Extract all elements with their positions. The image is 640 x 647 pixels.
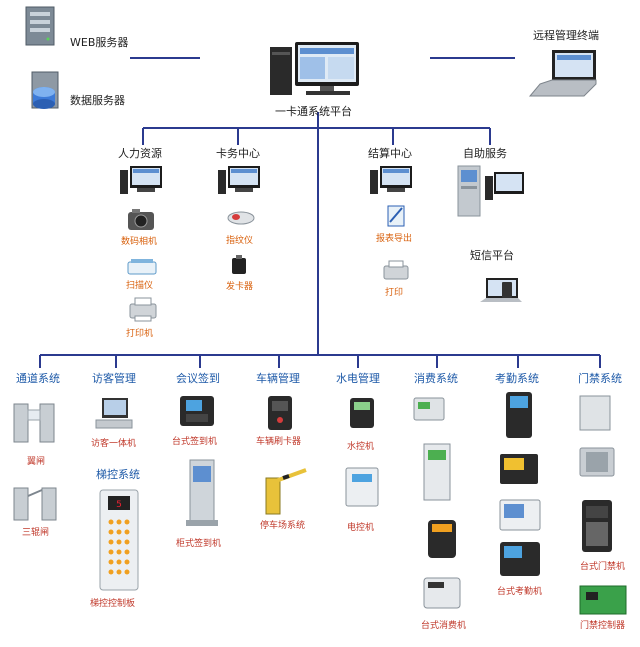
self-service-label: 自助服务 (463, 147, 507, 160)
attendance-machine-icon-1 (506, 392, 532, 438)
attendance-machine-icon-3 (499, 499, 541, 531)
attendance-machine-icon-2 (500, 454, 538, 484)
consume-system-label: 消费系统 (414, 372, 458, 385)
database-server-label: 数据服务器 (70, 94, 125, 107)
settle-center-label: 结算中心 (368, 147, 412, 160)
report-export-label: 报表导出 (376, 234, 413, 244)
pos-terminal-icon-4 (423, 577, 461, 609)
print-label: 打印 (385, 288, 404, 298)
pos-terminal-icon-3 (428, 520, 456, 558)
cabinet-signin-label: 柜式签到机 (176, 539, 222, 549)
utility-management-label: 水电管理 (336, 372, 380, 385)
hr-label: 人力资源 (118, 147, 162, 160)
sms-laptop-icon (480, 278, 522, 302)
camera-icon (128, 209, 154, 230)
access-machine-icon (582, 500, 612, 552)
desk-signin-icon (180, 396, 214, 426)
access-machine-label: 台式门禁机 (580, 562, 626, 572)
web-server-icon (25, 6, 55, 46)
visitor-management-label: 访客管理 (92, 372, 136, 385)
access-system-label: 门禁系统 (578, 372, 622, 385)
card-issuer-label: 发卡器 (226, 282, 254, 292)
remote-laptop-icon (528, 50, 597, 97)
vehicle-management-label: 车辆管理 (256, 372, 300, 385)
printer-icon (129, 297, 157, 322)
access-controller-icon (579, 585, 627, 615)
settle-computer-icon (370, 166, 412, 194)
scanner-icon (127, 259, 157, 275)
power-controller-icon (345, 467, 379, 507)
svg-text:5: 5 (116, 500, 122, 510)
card-center-label: 卡务中心 (216, 147, 260, 160)
remote-terminal-label: 远程管理终端 (533, 29, 599, 42)
report-export-icon (387, 205, 405, 227)
pos-terminal-icon-2 (423, 443, 451, 501)
scanner-label: 扫描仪 (126, 281, 154, 291)
parking-barrier-icon (265, 468, 307, 515)
attendance-machine-icon-4 (500, 542, 540, 576)
card-issuer-icon (232, 255, 246, 274)
fingerprint-label: 指纹仪 (226, 236, 254, 246)
database-server-icon (31, 71, 59, 109)
desk-signin-label: 台式签到机 (172, 437, 218, 447)
pos-terminal-icon-1 (413, 397, 445, 421)
vehicle-reader-icon (268, 396, 292, 430)
printer2-icon (383, 260, 409, 280)
visitor-terminal-icon (95, 398, 133, 429)
gate-icon (13, 403, 55, 443)
access-controller-label: 门禁控制器 (580, 621, 626, 631)
elevator-system-label: 梯控系统 (96, 468, 140, 481)
card-computer-icon (218, 166, 260, 194)
tripod-turnstile-icon (13, 487, 57, 521)
platform-computer-icon (270, 42, 359, 95)
fingerprint-reader-icon (227, 211, 255, 225)
water-controller-label: 水控机 (347, 442, 375, 452)
elevator-panel-label: 梯控控制板 (90, 599, 136, 609)
web-server-label: WEB服务器 (70, 36, 129, 49)
self-service-kiosk-icon (457, 165, 524, 217)
meeting-signin-label: 会议签到 (176, 372, 220, 385)
connection-lines (39, 57, 601, 368)
hr-computer-icon (120, 166, 162, 194)
attendance-machine-label: 台式考勤机 (497, 587, 543, 597)
tripod-label: 三辊闸 (22, 528, 50, 538)
gate-label: 翼闸 (27, 457, 46, 467)
pos-label: 台式消费机 (421, 621, 467, 631)
parking-label: 停车场系统 (260, 521, 306, 531)
sms-platform-label: 短信平台 (470, 249, 514, 262)
card-reader-icon (579, 395, 611, 431)
vehicle-reader-label: 车辆刷卡器 (256, 437, 302, 447)
keypad-reader-icon (579, 447, 615, 477)
elevator-buttons (108, 519, 130, 575)
attendance-system-label: 考勤系统 (495, 372, 539, 385)
water-controller-icon (350, 398, 374, 428)
channel-system-label: 通道系统 (16, 372, 60, 385)
platform-label: 一卡通系统平台 (275, 105, 352, 118)
power-controller-label: 电控机 (347, 523, 375, 533)
visitor-terminal-label: 访客一体机 (91, 439, 137, 449)
cabinet-signin-icon (186, 459, 218, 526)
camera-label: 数码相机 (121, 237, 158, 247)
printer-label: 打印机 (126, 329, 154, 339)
